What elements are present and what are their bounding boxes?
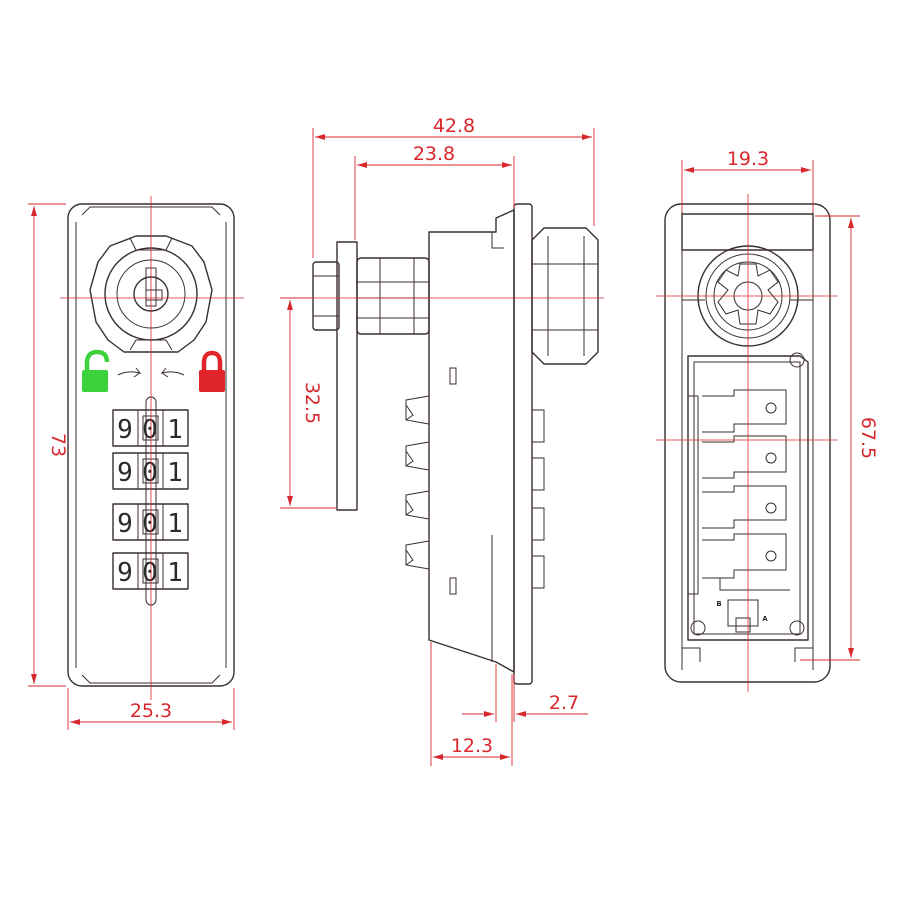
dimension-label: 42.8 [433, 115, 475, 137]
rear-switch-contacts [702, 389, 790, 591]
dial-digit[interactable]: 9 [117, 458, 133, 488]
dimension-label: 19.3 [727, 148, 769, 170]
rear-ab-switch: B A [716, 599, 768, 633]
dial-digit[interactable]: 1 [167, 415, 183, 445]
front-view: 9 0 1 9 0 1 9 0 1 [28, 196, 244, 730]
combination-dials: 9 0 1 9 0 1 9 0 1 [112, 409, 189, 590]
dial-row-2: 9 0 1 [112, 452, 189, 490]
dial-digit[interactable]: 1 [167, 558, 183, 588]
dial-digit[interactable]: 9 [117, 558, 133, 588]
dimension-label: 23.8 [413, 143, 455, 165]
dimension-label: 12.3 [451, 735, 493, 757]
dial-row-4: 9 0 1 [112, 552, 189, 590]
dial-row-3: 9 0 1 [112, 503, 189, 541]
dial-digit[interactable]: 1 [167, 458, 183, 488]
rear-top-bracket [681, 213, 814, 251]
dimension-label: 2.7 [549, 692, 579, 714]
dimension-rear-width: 19.3 [681, 148, 814, 212]
dial-digit[interactable]: 0 [142, 458, 158, 488]
dimension-label: 73 [47, 433, 69, 457]
side-cam-plate [336, 241, 358, 511]
dial-row-1: 9 0 1 [112, 409, 189, 447]
dimension-front-width: 25.3 [67, 688, 235, 730]
dial-digit[interactable]: 0 [142, 509, 158, 539]
dimension-label: 67.5 [857, 417, 879, 459]
padlock-closed-icon [199, 350, 225, 392]
switch-label-b: B [716, 600, 721, 608]
rear-switch-housing [687, 355, 809, 641]
front-side-rails [75, 222, 227, 668]
rear-view: B A 19.3 67.5 [656, 148, 879, 692]
dial-digit[interactable]: 0 [142, 558, 158, 588]
dimension-label: 32.5 [301, 382, 323, 424]
switch-label-a: A [762, 615, 768, 623]
dimension-label: 25.3 [130, 700, 172, 722]
side-key-barrel [356, 257, 430, 335]
dimension-rear-height: 67.5 [800, 215, 879, 661]
dimension-cam-height: 32.5 [280, 297, 336, 509]
side-view: 42.8 23.8 32.5 2.7 12.3 [280, 115, 604, 766]
side-front-plate [513, 203, 533, 685]
side-lock-head [531, 227, 599, 365]
padlock-open-icon [82, 349, 110, 392]
dimension-body-depth: 12.3 [430, 642, 513, 766]
dial-digit[interactable]: 9 [117, 415, 133, 445]
dial-digit[interactable]: 0 [142, 415, 158, 445]
rear-body-outline [664, 203, 831, 683]
dial-digit[interactable]: 9 [117, 509, 133, 539]
dial-digit[interactable]: 1 [167, 509, 183, 539]
rotation-arrows-icon [117, 367, 185, 378]
dimension-plate-thickness: 2.7 [462, 664, 588, 722]
dimension-overall-height: 73 [28, 203, 69, 687]
dimension-side-depth-plate: 23.8 [354, 143, 515, 240]
side-spindle-nut [312, 261, 340, 331]
side-main-body [428, 209, 515, 673]
side-dial-wheels [405, 395, 430, 570]
side-plate-buttons [531, 409, 545, 589]
dimension-side-depth-total: 42.8 [312, 115, 595, 258]
